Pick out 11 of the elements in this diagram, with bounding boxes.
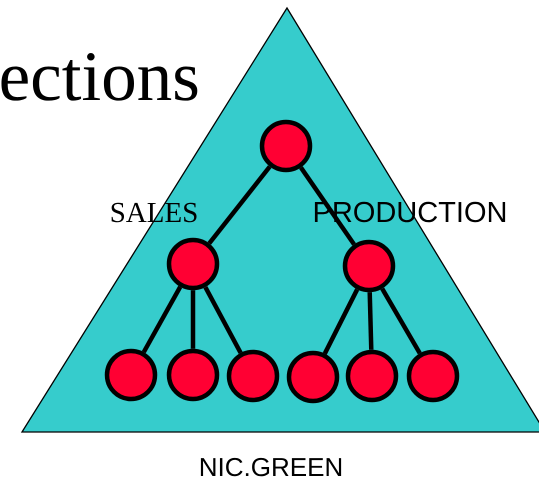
connector-line: [367, 292, 374, 350]
connector-line: [190, 290, 196, 349]
connector-line: [299, 166, 356, 246]
node-label: NIC.GREEN: [200, 458, 342, 476]
connector-line: [380, 288, 422, 354]
connector-line: [203, 286, 243, 354]
title: ections: [1, 53, 198, 101]
connector-line: [322, 288, 360, 355]
connector-line: [142, 286, 182, 354]
section-label: PRODUCTION: [314, 202, 506, 222]
connector-line: [207, 165, 272, 245]
